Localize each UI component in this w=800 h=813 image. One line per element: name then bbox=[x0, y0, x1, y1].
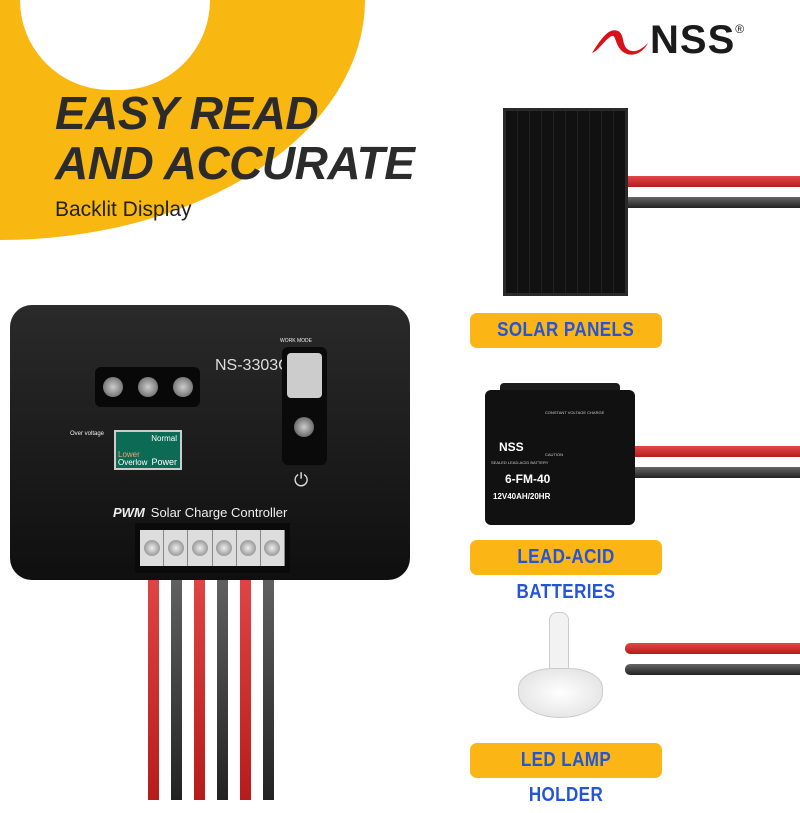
lamp-red-wire bbox=[625, 643, 800, 654]
registered-mark: ® bbox=[735, 22, 745, 36]
product-title: PWM Solar Charge Controller bbox=[113, 505, 287, 520]
solar-red-wire bbox=[620, 176, 800, 187]
lamp-bulb bbox=[549, 612, 569, 670]
charge-controller: NS-3303C Over voltage Normal Lower Overl… bbox=[10, 305, 410, 580]
power-icon: ⏻ bbox=[294, 470, 309, 490]
controller-wire bbox=[148, 560, 159, 800]
battery-brand: NSS bbox=[499, 440, 524, 454]
brand-logo: NSS ® bbox=[590, 18, 744, 63]
lamp-holder-base bbox=[518, 668, 603, 718]
work-mode-label: WORK MODE bbox=[280, 338, 312, 344]
logo-text: NSS bbox=[650, 18, 736, 62]
over-voltage-label: Over voltage bbox=[70, 431, 105, 437]
solar-black-wire bbox=[620, 197, 800, 208]
lcd-display: Normal Lower Overlow Power bbox=[114, 430, 182, 470]
logo-swoosh-icon bbox=[592, 29, 648, 55]
lcd-lower: Lower bbox=[118, 450, 140, 459]
terminal-screws bbox=[95, 367, 200, 407]
battery-black-wire bbox=[630, 467, 800, 478]
lamp-black-wire bbox=[625, 664, 800, 675]
battery-type: SEALED LEAD-ACID BATTERY bbox=[491, 460, 549, 465]
battery-caution: CAUTION bbox=[545, 452, 563, 457]
subtitle: Backlit Display bbox=[55, 198, 192, 221]
controller-wire bbox=[263, 560, 274, 800]
controller-wire bbox=[240, 560, 251, 800]
controller-type: Solar Charge Controller bbox=[150, 505, 288, 520]
battery-charge-heading: CONSTANT VOLTAGE CHARGE bbox=[545, 410, 605, 415]
battery-spec: 12V40AH/20HR bbox=[493, 492, 551, 501]
controller-wire bbox=[194, 560, 205, 800]
pwm-label: PWM bbox=[113, 505, 145, 520]
controller-model: NS-3303C bbox=[215, 357, 290, 374]
battery-image: NSS SEALED LEAD-ACID BATTERY CONSTANT VO… bbox=[485, 390, 635, 525]
controller-wire bbox=[171, 560, 182, 800]
controller-wire bbox=[217, 560, 228, 800]
lcd-normal: Normal bbox=[151, 434, 177, 443]
headline-line-1: EASY READ bbox=[55, 87, 319, 139]
led-lamp-holder-label: LED LAMP HOLDER bbox=[470, 743, 662, 806]
battery-red-wire bbox=[630, 446, 800, 457]
battery-model: 6-FM-40 bbox=[505, 472, 551, 486]
solar-panel-image bbox=[503, 108, 628, 296]
terminal-block bbox=[135, 523, 290, 573]
work-mode-button[interactable] bbox=[282, 347, 327, 465]
lcd-overlow: Overlow bbox=[118, 458, 148, 467]
headline: EASY READ AND ACCURATE bbox=[55, 87, 415, 189]
lead-acid-batteries-label: LEAD-ACID BATTERIES bbox=[470, 540, 662, 603]
headline-line-2: AND ACCURATE bbox=[55, 137, 415, 189]
lcd-power: Power bbox=[151, 457, 177, 467]
solar-panels-label: SOLAR PANELS bbox=[470, 313, 662, 348]
